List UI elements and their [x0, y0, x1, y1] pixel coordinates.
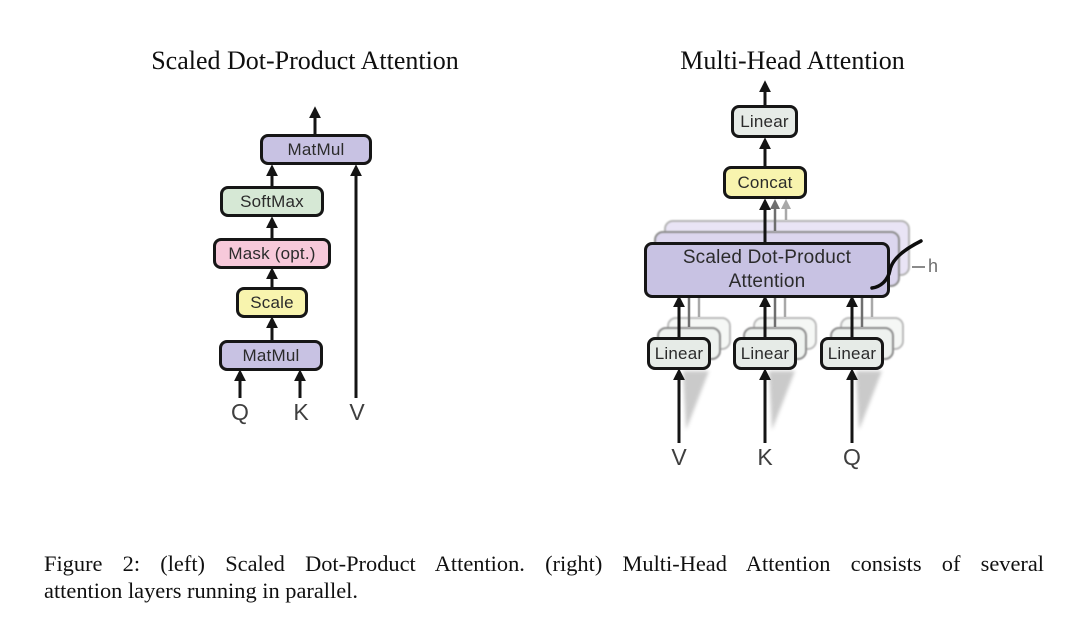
figure-caption: Figure 2: (left) Scaled Dot-Product Atte…	[44, 551, 1044, 604]
matmul-top-box: MatMul	[260, 134, 372, 165]
mask-box: Mask (opt.)	[213, 238, 331, 269]
softmax-box: SoftMax	[220, 186, 324, 217]
input-q-motion-wedge	[856, 371, 882, 430]
scale-label: Scale	[250, 292, 294, 312]
linear-q-label: Linear	[827, 343, 877, 363]
softmax-label: SoftMax	[240, 191, 304, 211]
linear-k-box: Linear	[733, 337, 797, 370]
linear-v-box: Linear	[647, 337, 711, 370]
k-input-label: K	[293, 399, 309, 425]
linear-v-label: Linear	[654, 343, 704, 363]
linear-k-label: Linear	[740, 343, 790, 363]
left-diagram-title: Scaled Dot-Product Attention	[151, 46, 459, 75]
input-k-motion-wedge	[769, 371, 795, 430]
q-input-label-right: Q	[843, 444, 861, 470]
right-diagram-title: Multi-Head Attention	[680, 46, 905, 75]
q-input-label: Q	[231, 399, 249, 425]
figure-caption-line2: attention layers running in parallel.	[44, 577, 358, 603]
k-input-label-right: K	[757, 444, 773, 470]
sdpa-label-line2: Attention	[728, 271, 806, 292]
linear-q-box: Linear	[820, 337, 884, 370]
v-input-label-right: V	[671, 444, 687, 470]
concat-box: Concat	[723, 166, 807, 199]
mask-label: Mask (opt.)	[228, 243, 316, 263]
matmul-top-label: MatMul	[287, 139, 345, 159]
figure-caption-line1: Figure 2: (left) Scaled Dot-Product Atte…	[44, 551, 1044, 576]
v-input-label: V	[349, 399, 365, 425]
sdpa-label-line1: Scaled Dot-Product	[682, 247, 852, 269]
linear-output-label: Linear	[740, 111, 789, 131]
heads-count-label: h	[928, 256, 939, 276]
scaled-dot-product-attention-box: Scaled Dot-Product Attention	[644, 242, 890, 298]
scale-box: Scale	[236, 287, 308, 318]
input-v-motion-wedge	[683, 371, 709, 430]
matmul-bottom-label: MatMul	[242, 345, 300, 365]
matmul-bottom-box: MatMul	[219, 340, 323, 371]
linear-output-box: Linear	[731, 105, 798, 138]
concat-label: Concat	[737, 172, 793, 192]
